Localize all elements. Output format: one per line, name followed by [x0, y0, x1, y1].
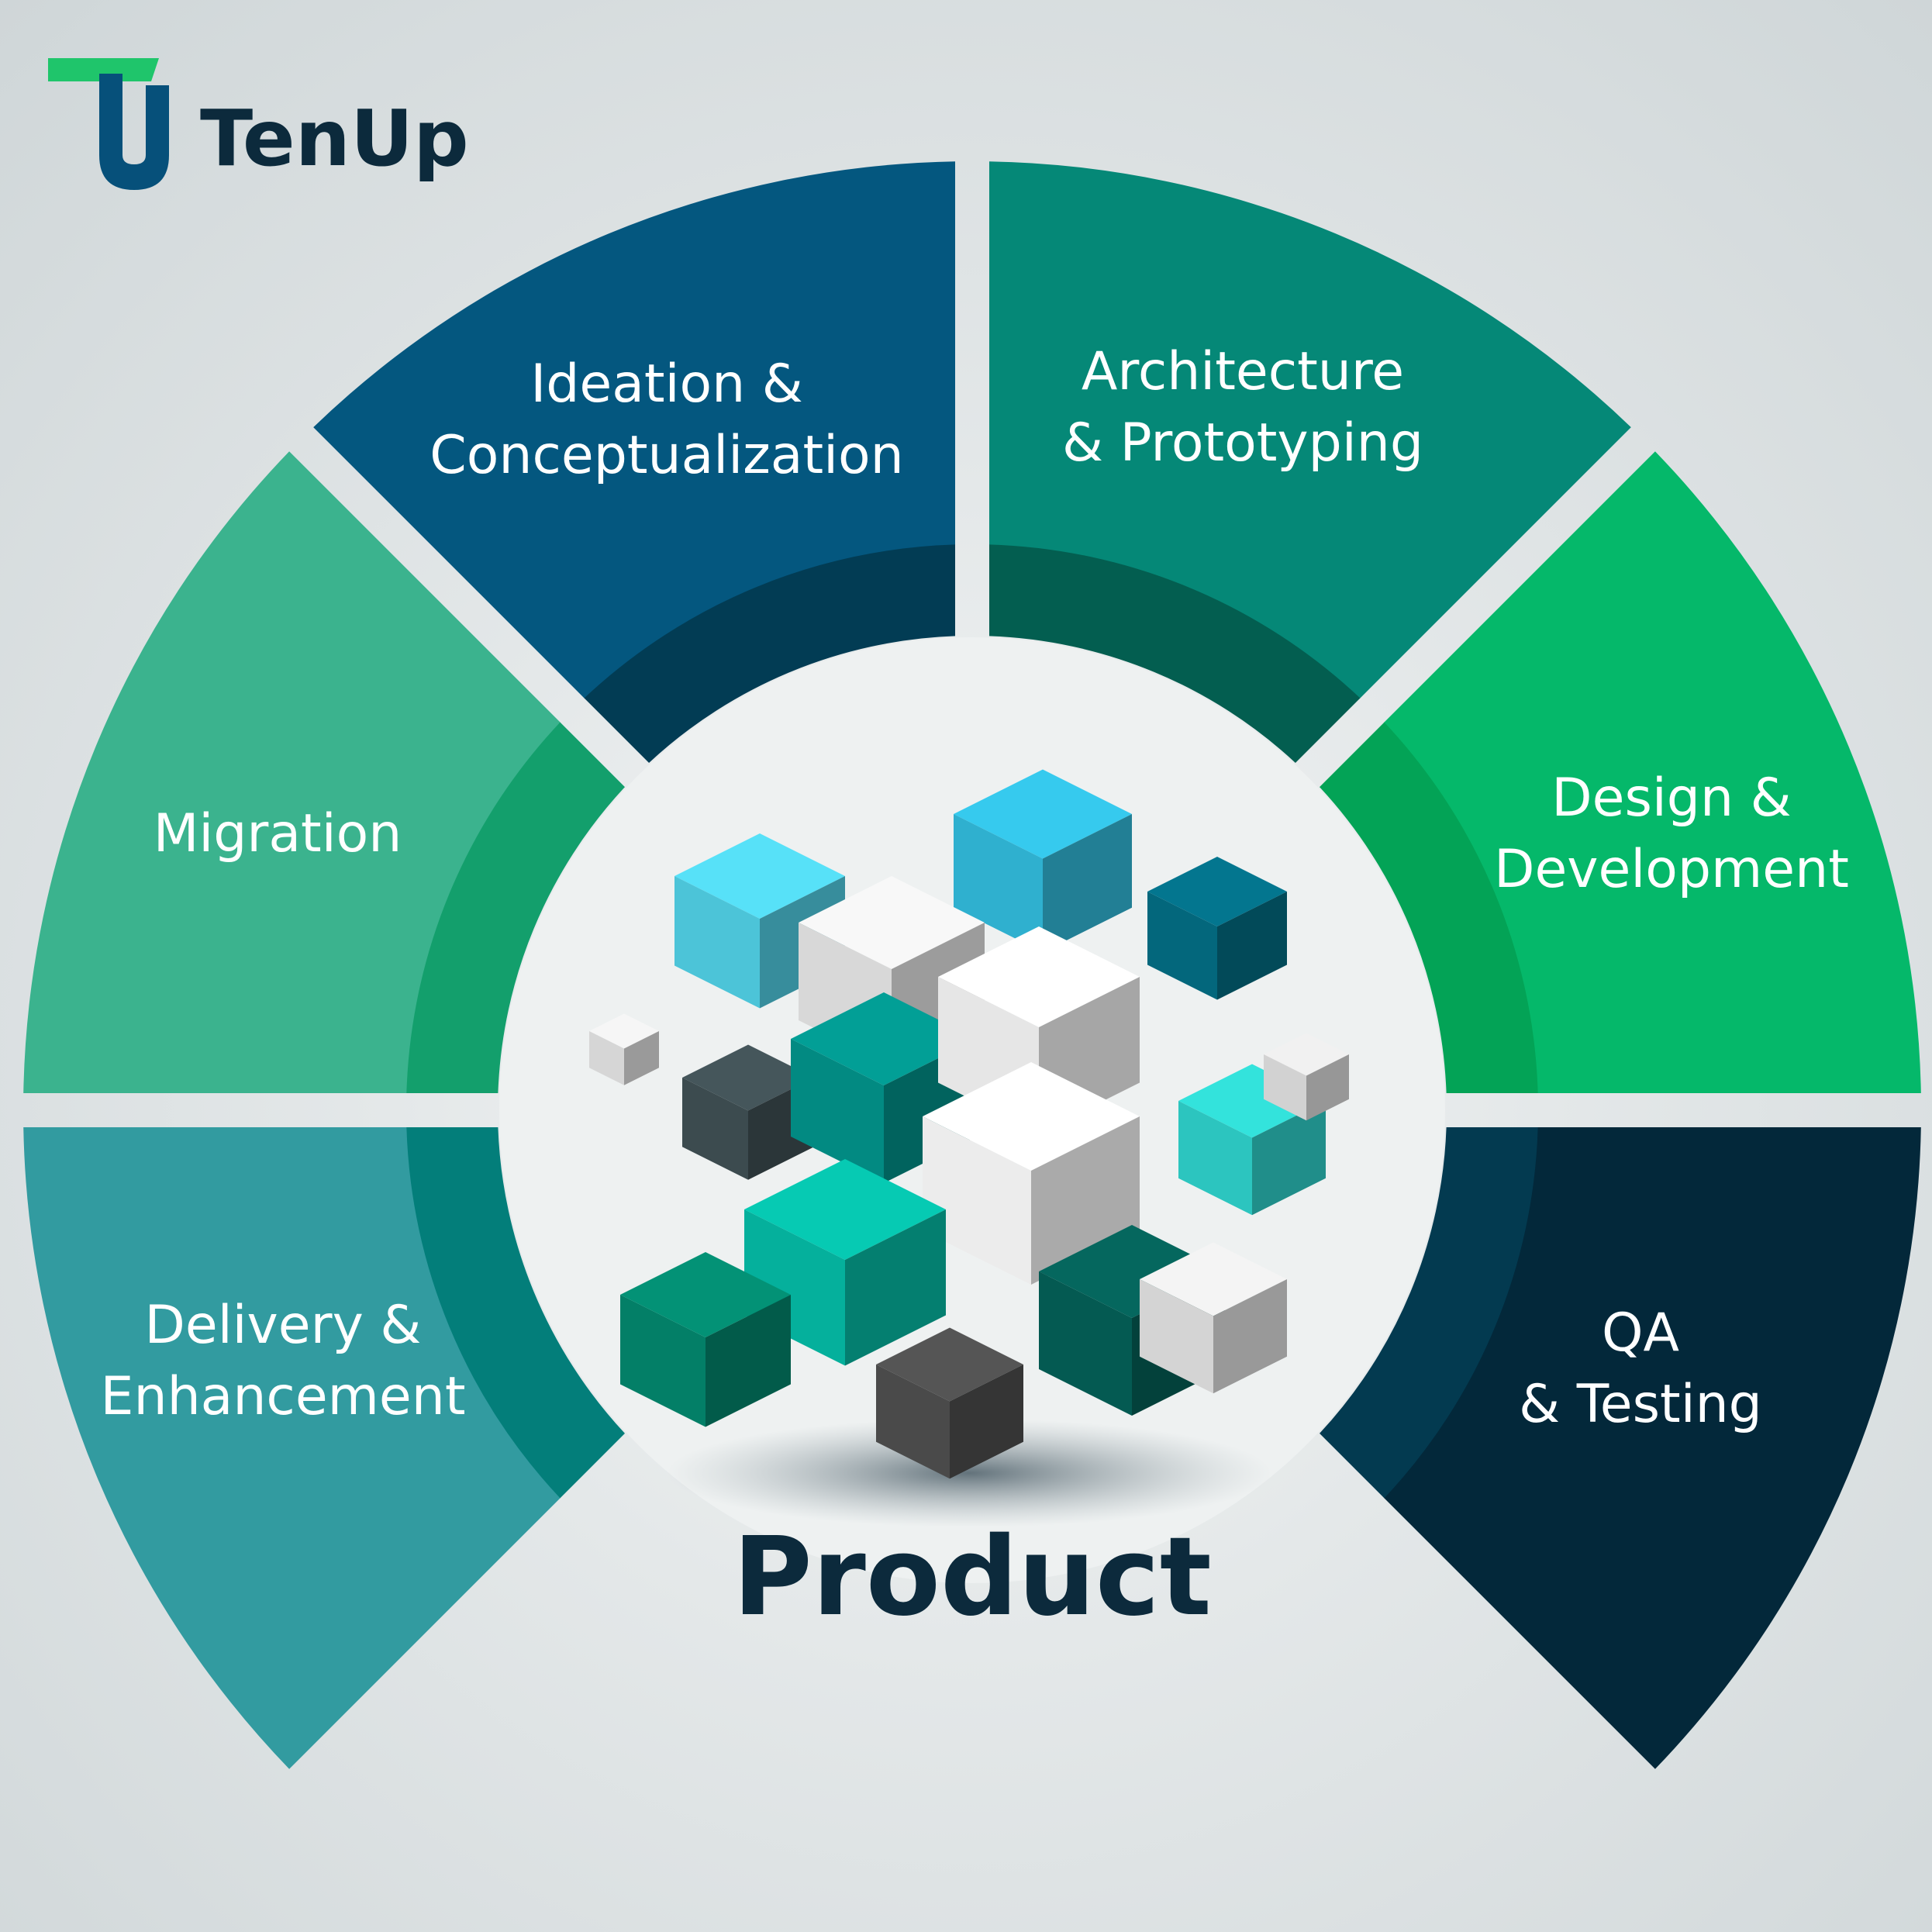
stage-architecture-inner-band [988, 544, 1361, 763]
stage-migration-outer [23, 451, 561, 1094]
cube-face [589, 1031, 624, 1085]
stage-delivery-inner-band [406, 1126, 625, 1499]
stage-design-label-line: Development [1494, 839, 1849, 900]
stage-design-outer [1383, 451, 1921, 1094]
logo-t-bar [48, 58, 159, 81]
logo-wordmark: TenUp [200, 93, 469, 184]
stage-ideation-label-line: Conceptualization [430, 425, 903, 486]
stage-migration: Migration [23, 451, 625, 1094]
tenup-logo: TenUp [48, 58, 469, 190]
stage-delivery-label-line: Enhancement [101, 1366, 466, 1427]
cube-face [954, 814, 1043, 953]
stage-migration-inner-band [406, 722, 625, 1094]
stage-architecture-label-line: Architecture [1082, 341, 1404, 402]
product-label: Product [733, 1514, 1212, 1640]
cube-face [876, 1364, 950, 1479]
stage-migration-label-line: Migration [154, 803, 402, 864]
cubes-icon [589, 769, 1349, 1527]
stage-qa: QA & Testing [1320, 1126, 1921, 1769]
cube-face [950, 1364, 1023, 1479]
cube-face [1039, 1271, 1132, 1416]
stage-delivery: Delivery & Enhancement [23, 1126, 625, 1769]
cube-face [624, 1031, 659, 1085]
logo-u-shape [99, 74, 169, 190]
stage-design-inner-band [1320, 722, 1538, 1094]
cube-face [706, 1295, 791, 1427]
cube-face [1213, 1279, 1287, 1394]
stage-design-label-line: Design & [1551, 768, 1791, 829]
stage-delivery-label-line: Delivery & [145, 1295, 422, 1356]
cube-face [1306, 1054, 1349, 1121]
cube-face [1217, 892, 1287, 1000]
stage-architecture-label-line: & Prototyping [1062, 412, 1423, 474]
cube-face [1178, 1101, 1252, 1216]
stage-qa-label-line: & Testing [1519, 1374, 1762, 1435]
cube-face [791, 1039, 884, 1183]
stage-architecture-outer [988, 161, 1631, 699]
stage-qa-outer [1383, 1126, 1921, 1769]
stage-ideation-inner-band [584, 544, 956, 763]
stage-qa-label-line: QA [1602, 1302, 1679, 1364]
cube-face [845, 1209, 946, 1366]
cube-face [1043, 814, 1132, 953]
stage-ideation: Ideation & Conceptualization [313, 161, 956, 763]
cube-face [1264, 1054, 1306, 1121]
stage-design: Design & Development [1320, 451, 1921, 1094]
stage-ideation-outer [313, 161, 956, 699]
cube-face [682, 1078, 748, 1180]
stage-architecture: Architecture & Prototyping [988, 161, 1631, 763]
cube-face [1252, 1101, 1326, 1216]
cube-face [923, 1116, 1031, 1285]
cube-face [1140, 1279, 1213, 1394]
cube-face [1147, 892, 1217, 1000]
cube-face [674, 876, 760, 1009]
cube-face [620, 1295, 706, 1427]
stage-ideation-label-line: Ideation & [530, 354, 803, 415]
stage-qa-inner-band [1320, 1126, 1538, 1499]
stage-delivery-outer [23, 1126, 561, 1769]
